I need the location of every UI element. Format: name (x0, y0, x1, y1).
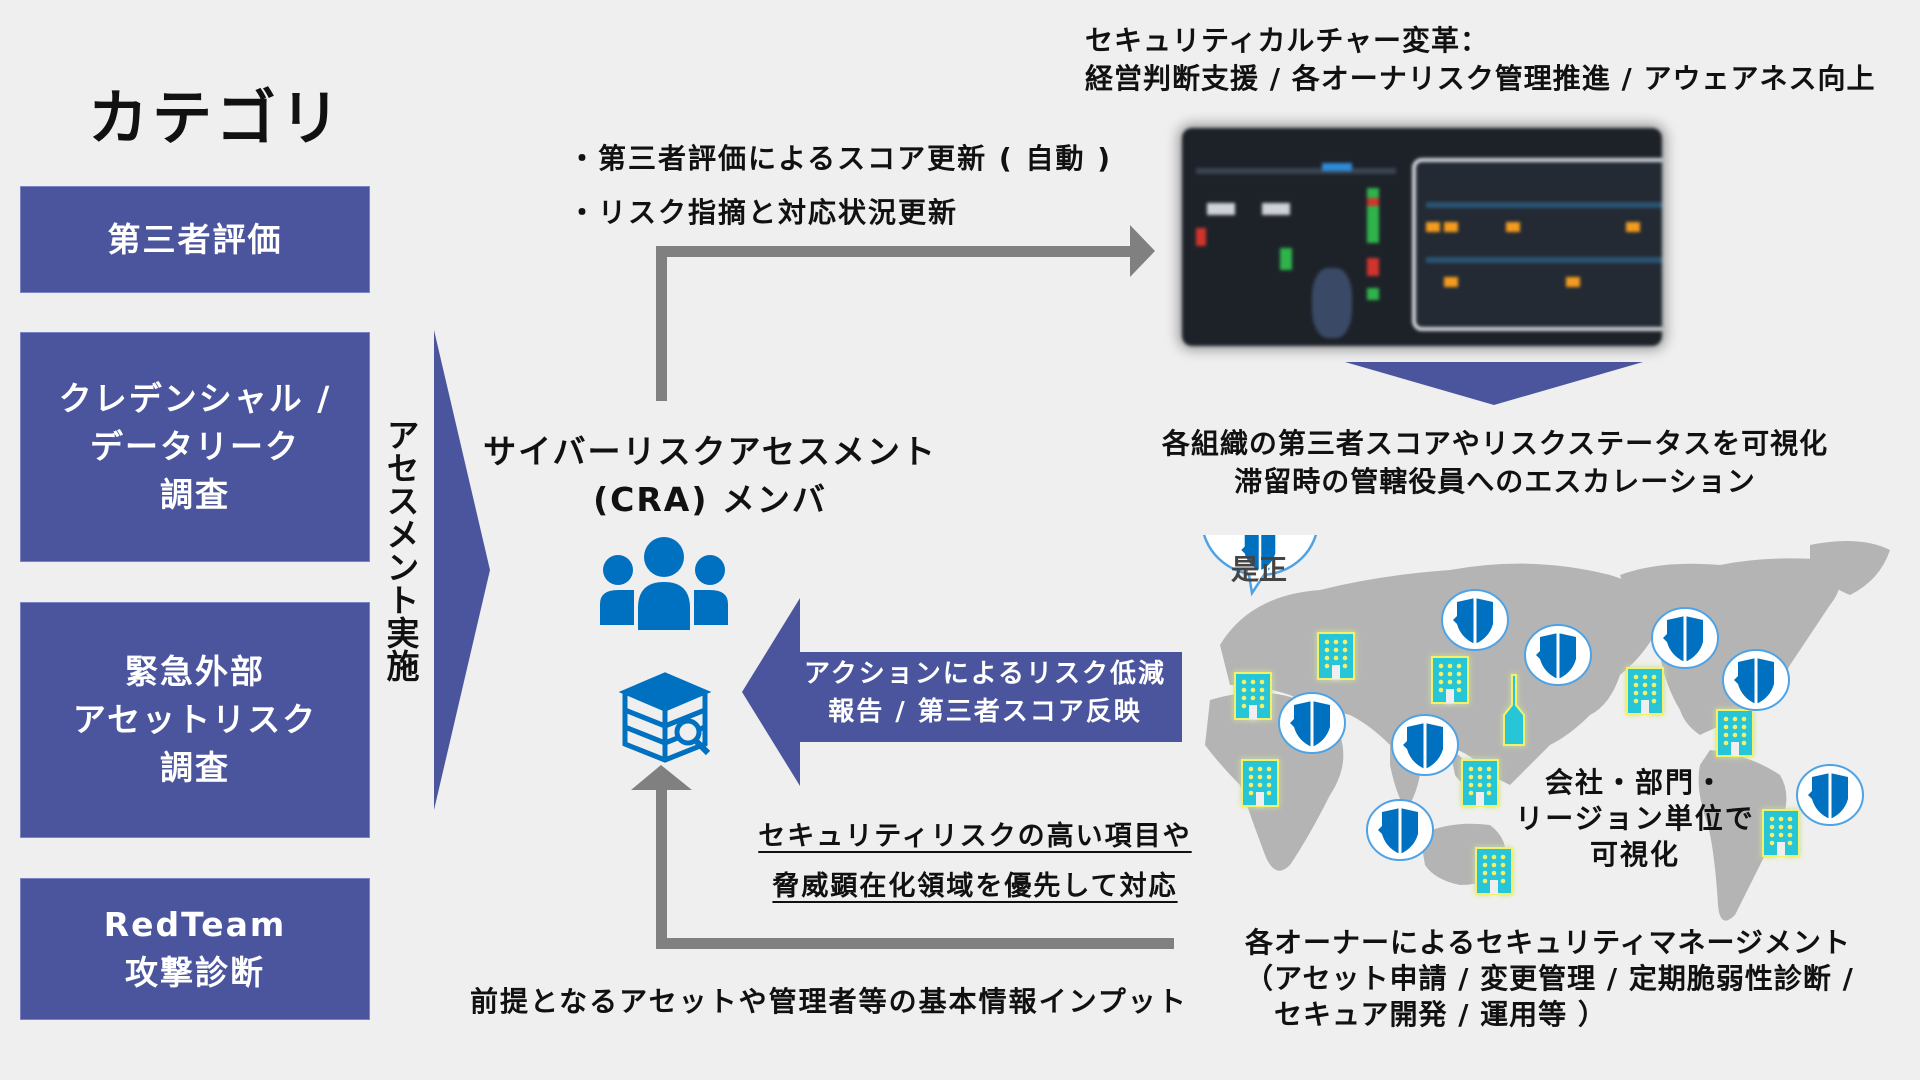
building-icon (1241, 759, 1279, 807)
shield-callout-icon (1391, 714, 1459, 776)
dashboard-screenshot (1182, 128, 1662, 346)
building-icon (1626, 667, 1664, 715)
world-map (1202, 535, 1890, 921)
assessment-label: アセスメント実施 (381, 418, 420, 682)
input-arrow (631, 765, 1174, 949)
shield-callout-icon (1651, 607, 1719, 669)
region-line: リージョン単位で (1515, 802, 1755, 835)
owner-line1: 各オーナーによるセキュリティマネージメント (1245, 926, 1851, 959)
cra-title-line1: サイバーリスクアセスメント (483, 432, 937, 471)
score-update-bullets: ・第三者評価によるスコア更新 ( 自動 ) ・リスク指摘と対応状況更新 (568, 132, 1112, 240)
region-line: 可視化 (1589, 838, 1680, 871)
priority-line2: 脅威顕在化領域を優先して対応 (772, 871, 1178, 902)
culture-change-title: セキュリティカルチャー変革： 経営判断支援 / 各オーナリスク管理推進 / アウ… (1085, 22, 1875, 98)
shield-callouts (1202, 535, 1864, 861)
region-line: 会社・部門・ (1544, 766, 1725, 799)
action-line1: アクションによるリスク低減 (804, 659, 1166, 689)
category-label: データリーク (90, 427, 300, 466)
category-emergency-asset-risk: 緊急外部 アセットリスク 調査 (20, 602, 370, 838)
shield-callout-icon (1278, 692, 1346, 754)
cra-members-title: サイバーリスクアセスメント (CRA) メンバ (470, 428, 950, 524)
bullet-item: ・リスク指摘と対応状況更新 (568, 196, 959, 229)
category-label: 緊急外部 (125, 652, 265, 691)
category-label: 調査 (160, 748, 230, 787)
callout-remediation (1202, 535, 1318, 597)
building-icon (1317, 632, 1355, 680)
culture-line1: セキュリティカルチャー変革： (1085, 24, 1490, 57)
shield-callout-icon (1722, 649, 1790, 711)
category-title: カテゴリ (88, 84, 344, 154)
cra-title-line2: (CRA) メンバ (593, 480, 827, 519)
category-label: 調査 (160, 475, 230, 514)
building-icon (1762, 809, 1800, 857)
input-label: 前提となるアセットや管理者等の基本情報インプット (470, 985, 1188, 1018)
score-update-arrow (656, 225, 1155, 401)
building-icon (1431, 656, 1469, 704)
visualize-down-arrow (1345, 362, 1643, 405)
caption-line1: 各組織の第三者スコアやリスクステータスを可視化 (1161, 427, 1829, 460)
skyscraper-icon (1503, 674, 1525, 746)
owner-line2: （アセット申請 / 変更管理 / 定期脆弱性診断 / (1245, 962, 1854, 995)
owner-management-text: 各オーナーによるセキュリティマネージメント （アセット申請 / 変更管理 / 定… (1245, 925, 1854, 1033)
building-icon (1716, 709, 1754, 757)
category-label: RedTeam (103, 905, 287, 944)
category-redteam: RedTeam 攻撃診断 (20, 878, 370, 1020)
dashboard-panel (1412, 158, 1662, 331)
building-icons (1234, 632, 1800, 895)
culture-line2: 経営判断支援 / 各オーナリスク管理推進 / アウェアネス向上 (1085, 62, 1876, 95)
action-arrow-label: アクションによるリスク低減 報告 / 第三者スコア反映 (785, 655, 1185, 731)
action-line2: 報告 / 第三者スコア反映 (828, 697, 1142, 727)
category-third-party-evaluation: 第三者評価 (20, 186, 370, 293)
database-search-icon (618, 672, 712, 763)
caption-line2: 滞留時の管轄役員へのエスカレーション (1234, 465, 1756, 498)
bullet-item: ・第三者評価によるスコア更新 ( 自動 ) (568, 142, 1112, 175)
category-label: 攻撃診断 (125, 953, 265, 992)
priority-line1: セキュリティリスクの高い項目や (758, 821, 1192, 852)
remediation-label: 是正 (1231, 553, 1288, 586)
priority-note: セキュリティリスクの高い項目や 脅威顕在化領域を優先して対応 (745, 812, 1205, 912)
shield-callout-icon (1441, 589, 1509, 651)
action-left-arrow (742, 598, 1182, 786)
shield-callout-icon (1366, 799, 1434, 861)
building-icon (1234, 672, 1272, 720)
shield-callout-icon (1796, 764, 1864, 826)
owner-line3: セキュア開発 / 運用等 ） (1245, 998, 1607, 1031)
building-icon (1461, 759, 1499, 807)
region-visualization-text: 会社・部門・ リージョン単位で 可視化 (1505, 765, 1765, 873)
people-group-icon (600, 537, 728, 630)
shield-callout-icon (1524, 624, 1592, 686)
category-credential-data-leak: クレデンシャル / データリーク 調査 (20, 332, 370, 562)
category-label: アセットリスク (72, 700, 318, 739)
category-label: 第三者評価 (107, 219, 283, 259)
assessment-chevron-arrow (434, 330, 490, 810)
category-label: クレデンシャル / (58, 379, 332, 418)
dashboard-caption: 各組織の第三者スコアやリスクステータスを可視化 滞留時の管轄役員へのエスカレーシ… (1130, 425, 1860, 501)
